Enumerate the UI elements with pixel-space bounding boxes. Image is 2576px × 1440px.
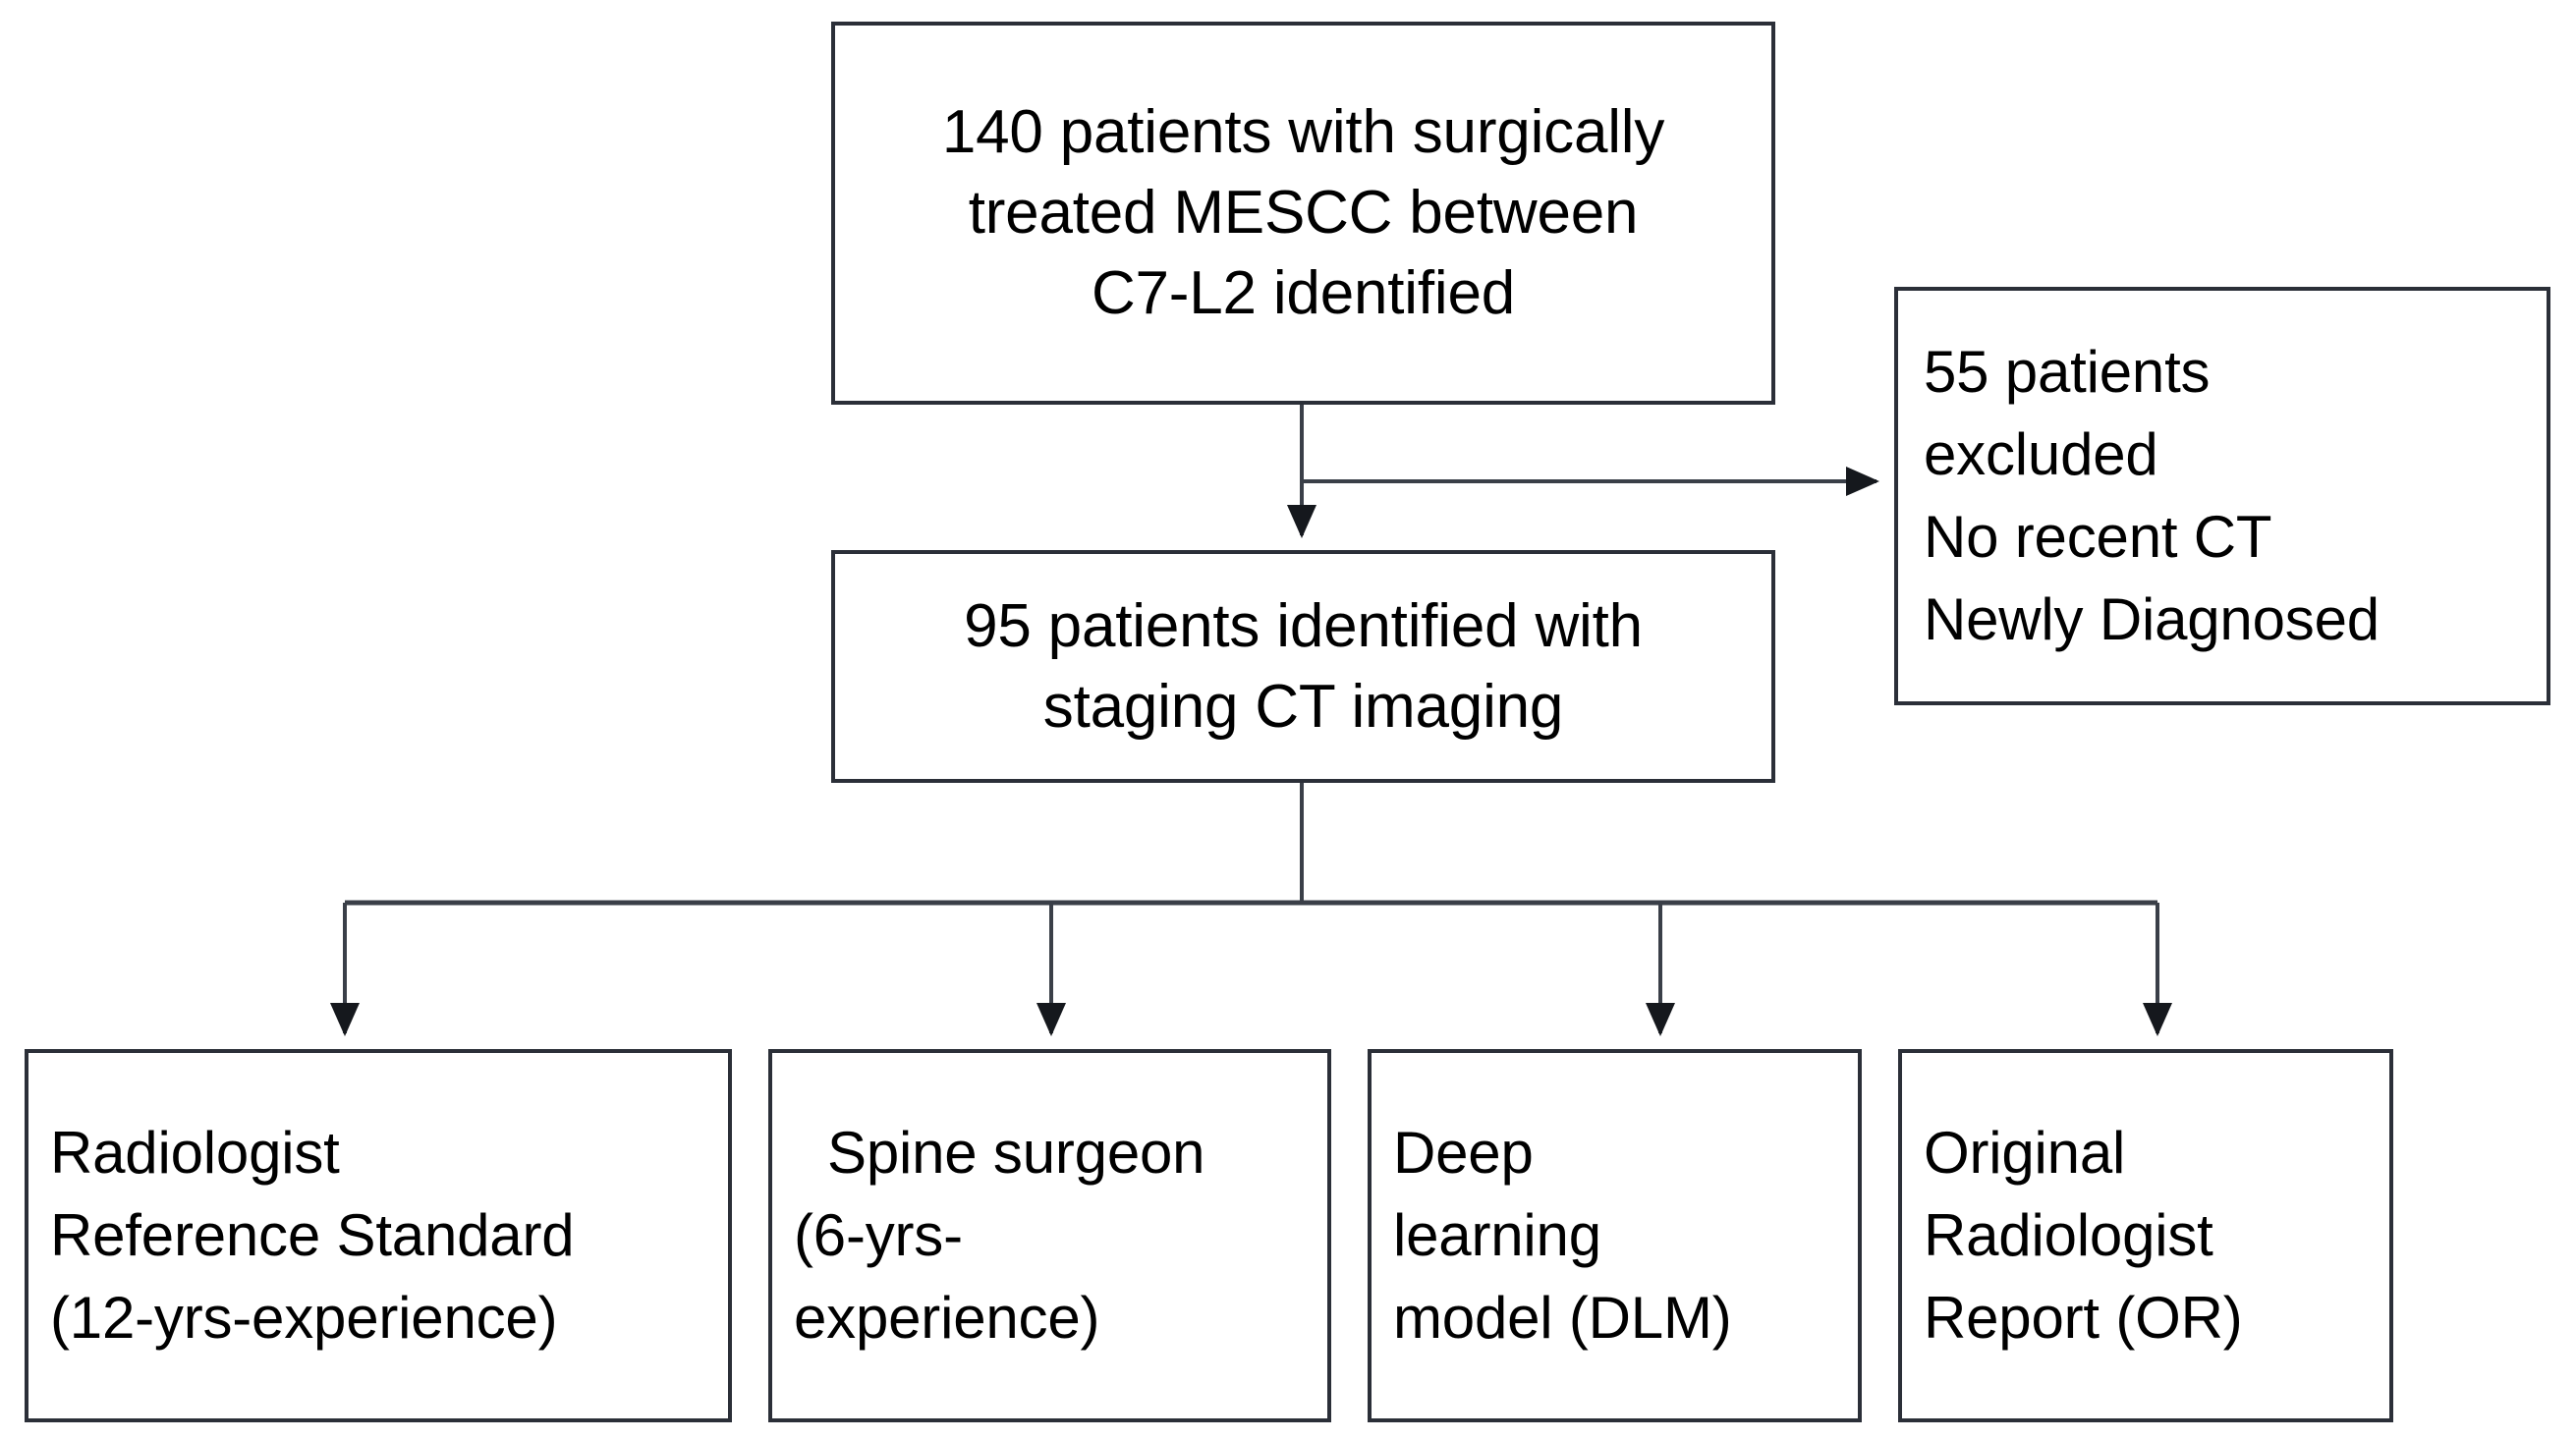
- box-radiologist-line-1: Radiologist: [50, 1120, 340, 1186]
- box-surgeon-line-2: (6-yrs-: [794, 1202, 963, 1268]
- box-dlm-line-3: model (DLM): [1393, 1285, 1732, 1351]
- box-dlm-line-1: Deep: [1393, 1120, 1534, 1186]
- box-cohort-line-3: C7-L2 identified: [1091, 258, 1516, 327]
- box-dlm-line-2: learning: [1393, 1202, 1601, 1268]
- box-excluded: 55 patients excluded No recent CT Newly …: [1894, 287, 2550, 705]
- box-staging: 95 patients identified with staging CT i…: [831, 550, 1775, 783]
- box-excluded-line-2: excluded: [1924, 421, 2158, 487]
- box-original-line-2: Radiologist: [1924, 1202, 2213, 1268]
- box-radiologist-reference-standard: Radiologist Reference Standard (12-yrs-e…: [25, 1049, 732, 1422]
- box-cohort-line-2: treated MESCC between: [968, 179, 1639, 248]
- box-cohort-line-1: 140 patients with surgically: [941, 98, 1665, 167]
- box-surgeon-line-1: Spine surgeon: [827, 1120, 1205, 1186]
- connector-staging-stem: [345, 783, 2157, 906]
- box-spine-surgeon: Spine surgeon (6-yrs- experience): [768, 1049, 1331, 1422]
- box-original-line-1: Original: [1924, 1120, 2126, 1186]
- box-radiologist-line-3: (12-yrs-experience): [50, 1285, 558, 1351]
- box-staging-line-2: staging CT imaging: [1042, 672, 1564, 741]
- box-radiologist-line-2: Reference Standard: [50, 1202, 575, 1268]
- box-original-radiologist-report: Original Radiologist Report (OR): [1898, 1049, 2393, 1422]
- box-original-line-3: Report (OR): [1924, 1285, 2243, 1351]
- box-staging-line-1: 95 patients identified with: [964, 591, 1643, 660]
- box-excluded-line-4: Newly Diagnosed: [1924, 586, 2380, 652]
- box-excluded-line-1: 55 patients: [1924, 339, 2211, 405]
- box-excluded-line-3: No recent CT: [1924, 504, 2272, 570]
- box-surgeon-line-3: experience): [794, 1285, 1100, 1351]
- box-cohort: 140 patients with surgically treated MES…: [831, 22, 1775, 405]
- box-deep-learning-model: Deep learning model (DLM): [1368, 1049, 1862, 1422]
